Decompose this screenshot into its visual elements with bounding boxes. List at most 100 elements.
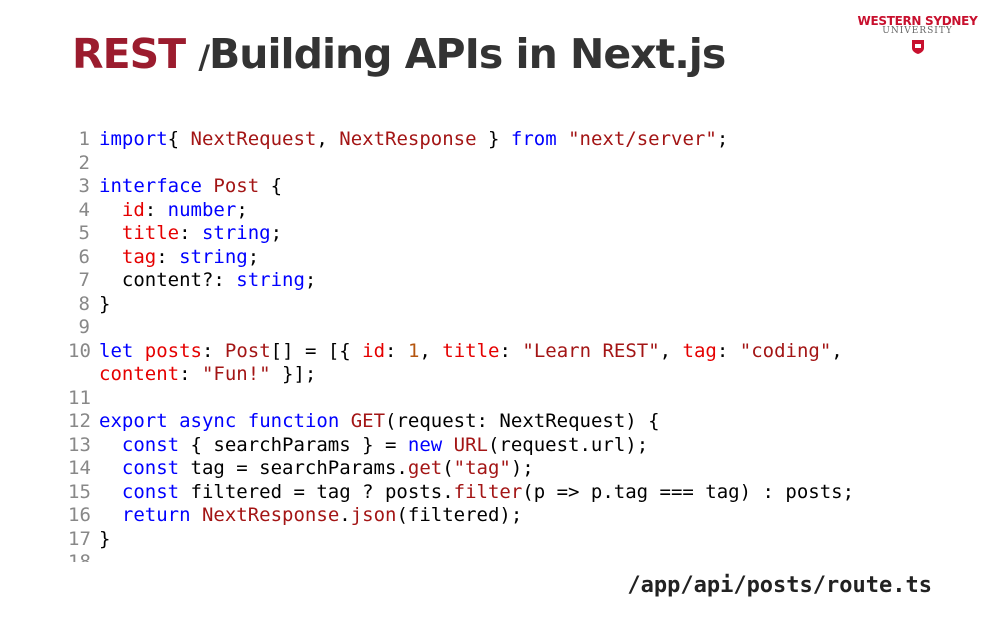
- code-token: {: [167, 128, 191, 150]
- code-token: [99, 481, 122, 503]
- code-line: 1 import{ NextRequest, NextResponse } fro…: [68, 128, 854, 152]
- line-number: 8: [78, 292, 90, 315]
- code-token: interface: [99, 175, 202, 197]
- code-token: ;: [304, 269, 317, 291]
- code-token: ,: [316, 128, 340, 150]
- code-token: :: [385, 339, 408, 362]
- code-token: "next/server": [568, 128, 717, 150]
- title-separator: /: [198, 38, 210, 76]
- code-token: export: [99, 410, 168, 432]
- code-line: 11​: [68, 387, 854, 411]
- line-number: 12: [68, 410, 91, 432]
- code-line: 15 const filtered = tag ? posts.filter(p…: [68, 481, 854, 505]
- line-number: 11: [68, 386, 91, 409]
- code-token: filtered = tag ? posts.: [179, 480, 454, 503]
- code-token: (request: NextRequest) {: [385, 410, 660, 432]
- code-text: title: string;: [99, 222, 282, 246]
- code-token: return: [121, 504, 191, 526]
- code-token: NextResponse: [339, 128, 477, 150]
- code-token: tag = searchParams.: [179, 457, 408, 479]
- line-number: 4: [78, 198, 90, 221]
- code-token: (request.url);: [487, 433, 649, 456]
- code-token: "tag": [453, 457, 511, 479]
- code-token: import: [99, 128, 168, 150]
- code-line: 14 const tag = searchParams.get("tag");: [68, 457, 854, 481]
- code-line: 4 id: number;: [68, 199, 854, 223]
- line-number: 6: [78, 245, 90, 268]
- code-token: [133, 340, 144, 362]
- slide-title: REST /Building APIs in Next.js: [72, 30, 726, 78]
- code-token: :: [179, 222, 202, 244]
- code-line: 13 const { searchParams } = new URL(requ…: [68, 434, 854, 458]
- code-token: content: [99, 363, 180, 385]
- code-line: 5 title: string;: [68, 222, 854, 246]
- code-text: }: [99, 293, 110, 317]
- code-token: ,: [831, 339, 843, 362]
- shield-icon: [911, 40, 924, 54]
- code-token: { searchParams } =: [179, 433, 408, 456]
- code-token: get: [407, 457, 443, 479]
- code-token: tag: [121, 245, 157, 268]
- code-token: ;: [270, 222, 283, 244]
- code-token: [99, 434, 122, 456]
- code-token: :: [499, 339, 523, 362]
- code-token: content?:: [99, 269, 237, 291]
- code-token: json: [350, 504, 397, 526]
- code-text: content: "Fun!" }];: [99, 363, 316, 387]
- code-line: 6 tag: string;: [68, 246, 854, 270]
- code-token: );: [510, 457, 534, 479]
- code-token: :: [201, 339, 225, 362]
- logo-line2: UNIVERSITY: [882, 26, 953, 36]
- code-token: let: [99, 339, 134, 362]
- code-line: 16 return NextResponse.json(filtered);: [68, 504, 854, 528]
- code-token: number: [167, 198, 237, 221]
- code-token: }: [99, 292, 111, 315]
- line-number: 5: [78, 222, 90, 244]
- code-token: ,: [419, 339, 443, 362]
- code-line: 2​: [68, 152, 854, 176]
- code-text: import{ NextRequest, NextResponse } from…: [99, 128, 728, 152]
- code-token: ;: [247, 245, 260, 268]
- code-token: NextResponse: [201, 504, 340, 526]
- line-number: 18: [68, 551, 91, 562]
- title-text: Building APIs in Next.js: [209, 30, 726, 78]
- line-number: 7: [78, 269, 90, 291]
- code-token: ,: [659, 339, 683, 362]
- code-token: :: [179, 363, 202, 385]
- line-number: 15: [68, 480, 91, 503]
- code-token: string: [179, 245, 248, 268]
- code-token: ;: [236, 198, 248, 221]
- code-token: [] = [{: [270, 339, 363, 362]
- title-highlight: REST: [72, 30, 186, 78]
- line-number: 10: [68, 339, 91, 362]
- line-number: 9: [78, 316, 90, 338]
- code-token: 1: [407, 339, 420, 362]
- code-token: (: [442, 457, 454, 479]
- code-token: [557, 128, 568, 150]
- code-token: GET: [350, 410, 386, 432]
- code-token: string: [201, 222, 271, 244]
- code-token: string: [236, 269, 305, 291]
- code-text: const tag = searchParams.get("tag");: [99, 457, 534, 481]
- code-token: const: [121, 433, 180, 456]
- code-token: :: [144, 198, 168, 221]
- code-token: }: [99, 527, 111, 550]
- code-line: 9​: [68, 316, 854, 340]
- line-number: [68, 363, 90, 387]
- code-token: "Learn REST": [522, 339, 660, 362]
- code-token: [202, 175, 213, 197]
- line-number: 1: [78, 128, 90, 150]
- line-number: 14: [68, 457, 91, 479]
- code-text: }: [99, 528, 110, 552]
- code-token: "Fun!": [201, 363, 271, 385]
- code-token: title: [121, 222, 180, 244]
- code-token: ;: [716, 128, 729, 150]
- code-token: {: [259, 175, 283, 197]
- code-token: (filtered);: [396, 504, 523, 526]
- university-logo: WESTERN SYDNEY UNIVERSITY: [855, 14, 980, 55]
- code-token: .: [339, 504, 351, 526]
- code-token: }: [476, 128, 511, 150]
- code-token: title: [442, 339, 500, 362]
